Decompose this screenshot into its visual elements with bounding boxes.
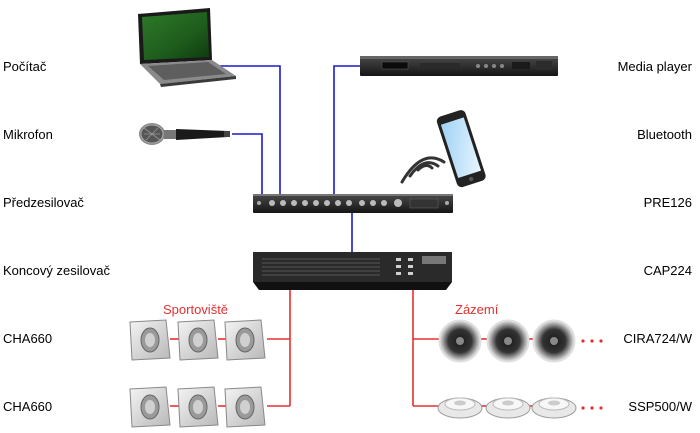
surface-speaker-icon [531, 397, 577, 419]
label-ceiling-row1: CIRA724/W [623, 331, 692, 346]
horn-speaker-row2 [129, 386, 266, 428]
wire-media-player-to-preamp [333, 65, 363, 196]
horn-speaker-icon [177, 319, 219, 361]
surface-speaker-icon [437, 397, 483, 419]
preamp-device-icon [253, 194, 453, 213]
label-speaker-row2: CHA660 [3, 399, 53, 414]
ceiling-speaker-icon [438, 319, 482, 363]
wire-computer-to-preamp [212, 65, 281, 196]
media-player-icon [360, 56, 558, 76]
continuation-dots-row1 [581, 339, 603, 343]
label-microphone: Mikrofon [3, 127, 53, 142]
label-power-amp: Koncový zesilovač [3, 263, 110, 278]
ceiling-speaker-row1 [438, 319, 576, 363]
horn-speaker-icon [177, 386, 219, 428]
horn-speaker-icon [224, 319, 266, 361]
label-preamp: Předzesilovač [3, 195, 84, 210]
horn-speaker-row1 [129, 319, 266, 361]
surface-speaker-icon [485, 397, 531, 419]
smartphone-icon [436, 110, 486, 188]
continuation-dots-row2 [581, 406, 603, 410]
label-computer: Počítač [3, 59, 47, 74]
label-media-player: Media player [617, 59, 692, 74]
ceiling-speaker-icon [486, 319, 530, 363]
horn-speaker-icon [129, 386, 171, 428]
laptop-icon [138, 8, 236, 87]
signal-wiring [212, 65, 363, 252]
microphone-icon [139, 123, 230, 145]
horn-speaker-icon [129, 319, 171, 361]
surface-speaker-row2 [437, 397, 577, 419]
horn-speaker-icon [224, 386, 266, 428]
label-bluetooth: Bluetooth [637, 127, 692, 142]
zone-label-back: Zázemí [455, 302, 499, 317]
label-preamp-model: PRE126 [643, 195, 692, 210]
label-ceiling-row2: SSP500/W [628, 399, 692, 414]
wireless-icon [400, 156, 446, 184]
label-speaker-row1: CHA660 [3, 331, 53, 346]
ceiling-speaker-icon [532, 319, 576, 363]
zone-label-sport: Sportoviště [163, 302, 229, 317]
label-amp-model: CAP224 [643, 263, 692, 278]
amplifier-device-icon [253, 252, 452, 290]
wire-microphone-to-preamp [232, 133, 263, 196]
